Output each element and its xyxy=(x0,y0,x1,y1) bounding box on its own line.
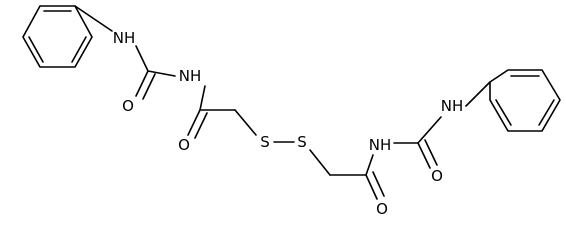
left-urea-chain xyxy=(74,5,257,139)
left-imide-nh-label: NH xyxy=(179,67,202,85)
molecule-structure: NH O NH O S S NH O O NH xyxy=(22,5,561,218)
right-sulfur-label: S xyxy=(297,133,307,151)
left-acyl-oxygen-label: O xyxy=(178,136,190,154)
right-imide-nh-label: NH xyxy=(369,136,392,154)
right-urea-chain xyxy=(309,81,491,200)
left-sulfur-label: S xyxy=(260,133,270,151)
right-amine-nh-label: NH xyxy=(441,97,464,115)
left-amine-nh-label: NH xyxy=(113,29,136,47)
right-acyl-oxygen-label: O xyxy=(376,200,388,218)
right-urea-oxygen-label: O xyxy=(431,167,443,185)
right-phenyl-ring xyxy=(489,69,561,132)
left-urea-oxygen-label: O xyxy=(122,97,134,115)
left-phenyl-ring xyxy=(22,5,93,68)
